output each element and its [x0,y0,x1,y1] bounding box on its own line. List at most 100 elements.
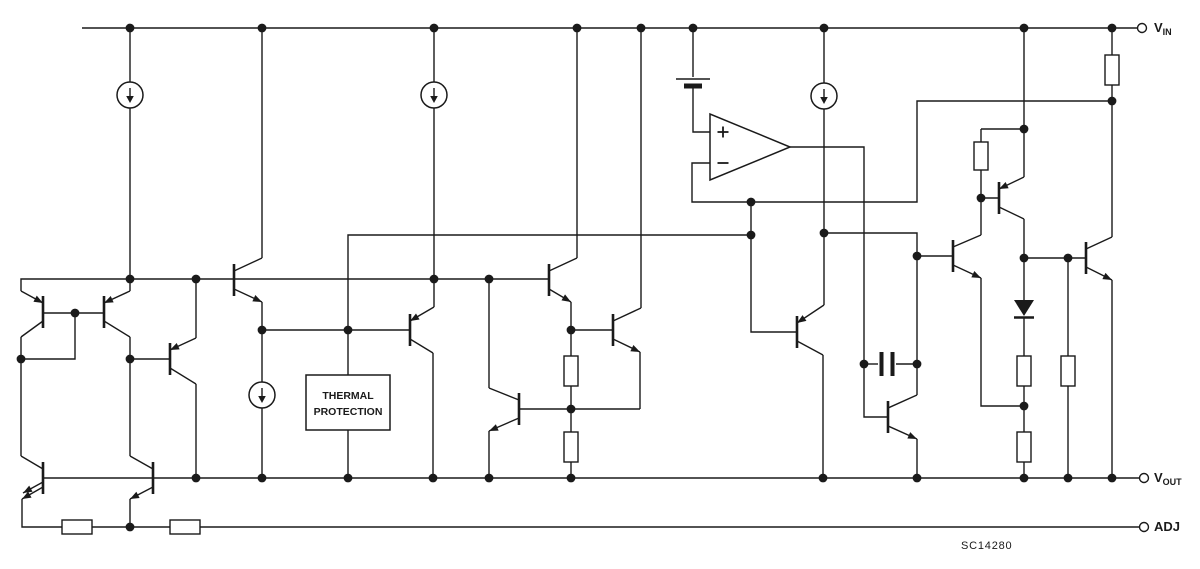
resistor [973,141,989,171]
terminal-circle-icon [1138,521,1150,533]
npn-transistor [611,307,642,353]
junction-dot [16,354,26,364]
current-source-arrowhead [258,396,266,403]
current-source-icon [810,82,838,110]
emitter-arrow [23,485,33,493]
transistor-collector [998,206,1025,220]
junction-dot [428,473,438,483]
junction-dot [566,473,576,483]
adj-label: ADJ [1154,519,1180,534]
npn-transistor [951,234,982,279]
pnp-transistor [20,290,45,338]
wire [20,278,549,291]
junction-dot [429,274,439,284]
junction-dot [1107,96,1117,106]
resistor [1016,355,1032,387]
resistor [1060,355,1076,387]
npn-transistor [488,387,521,432]
junction-dot [257,473,267,483]
terminal-circle-icon [1136,22,1148,34]
transistor-collector [103,320,131,338]
current-source-icon [248,381,276,409]
emitter-arrow [170,343,180,350]
junction-dot [636,23,646,33]
npn-transistor [232,257,263,303]
emitter-arrow [22,491,32,499]
junction-dot [1019,253,1029,263]
vout-label: VOUT [1154,470,1182,487]
emitter-arrow [410,313,420,321]
wire [691,100,1112,203]
resistor [563,355,579,387]
junction-dot [70,308,80,318]
junction-dot [746,197,756,207]
junction-dot [976,193,986,203]
junction-dot [1019,124,1029,134]
pnp-transistor [102,290,131,338]
emitter-arrow [104,296,114,303]
junction-dot [572,23,582,33]
diode-triangle [1014,300,1034,316]
current-source-icon [116,81,144,109]
npn-transistor [547,257,578,303]
emitter-arrow [252,295,262,302]
transistor-collector [1085,236,1113,250]
junction-dot [818,473,828,483]
junction-dot [484,274,494,284]
opamp [709,112,792,182]
junction-dot [125,522,135,532]
transistor-collector [952,234,982,248]
junction-dot [1019,473,1029,483]
junction-dot [912,251,922,261]
junction-dot [912,359,922,369]
junction-dot [1063,473,1073,483]
npn-transistor [129,455,155,500]
emitter-arrow [999,181,1009,189]
part-number-label: SC14280 [961,540,1012,552]
wire [824,232,918,395]
junction-dot [257,23,267,33]
emitter-arrow [797,315,807,323]
emitter-arrow [130,491,140,499]
transistor-collector [488,387,520,401]
current-source-arrowhead [430,96,438,103]
pnp-transistor [168,337,197,385]
junction-dot [688,23,698,33]
wire [692,88,710,133]
wire [21,313,76,360]
wire [347,234,751,375]
transistor-collector [20,455,44,470]
pnp-transistor [795,304,825,356]
pnp-transistor [408,306,435,354]
terminal-vout: VOUT [1138,470,1182,487]
junction-dot [912,473,922,483]
junction-dot [819,228,829,238]
junction-dot [343,473,353,483]
pnp-transistor [997,176,1025,220]
vin-label: VIN [1154,20,1172,37]
npn-transistor [20,455,45,500]
capacitor [879,352,895,376]
junction-dot [1107,473,1117,483]
junction-dot [125,23,135,33]
junction-dot [191,473,201,483]
junction-dot [429,23,439,33]
emitter-arrow [561,294,571,302]
terminal-circle-icon [1138,472,1150,484]
junction-dot [125,274,135,284]
wire [790,146,888,418]
junction-dot [191,274,201,284]
transistor-collector [233,257,263,272]
thermal-protection-label: THERMAL [322,390,374,402]
emitter-arrow [1102,272,1112,280]
transistor-collector [129,455,154,470]
transistor-collector [796,340,824,356]
transistor-collector [169,367,197,385]
junction-dot [125,354,135,364]
transistor-collector [548,257,578,272]
junction-dot [1107,23,1117,33]
transistor-collector [409,338,434,354]
